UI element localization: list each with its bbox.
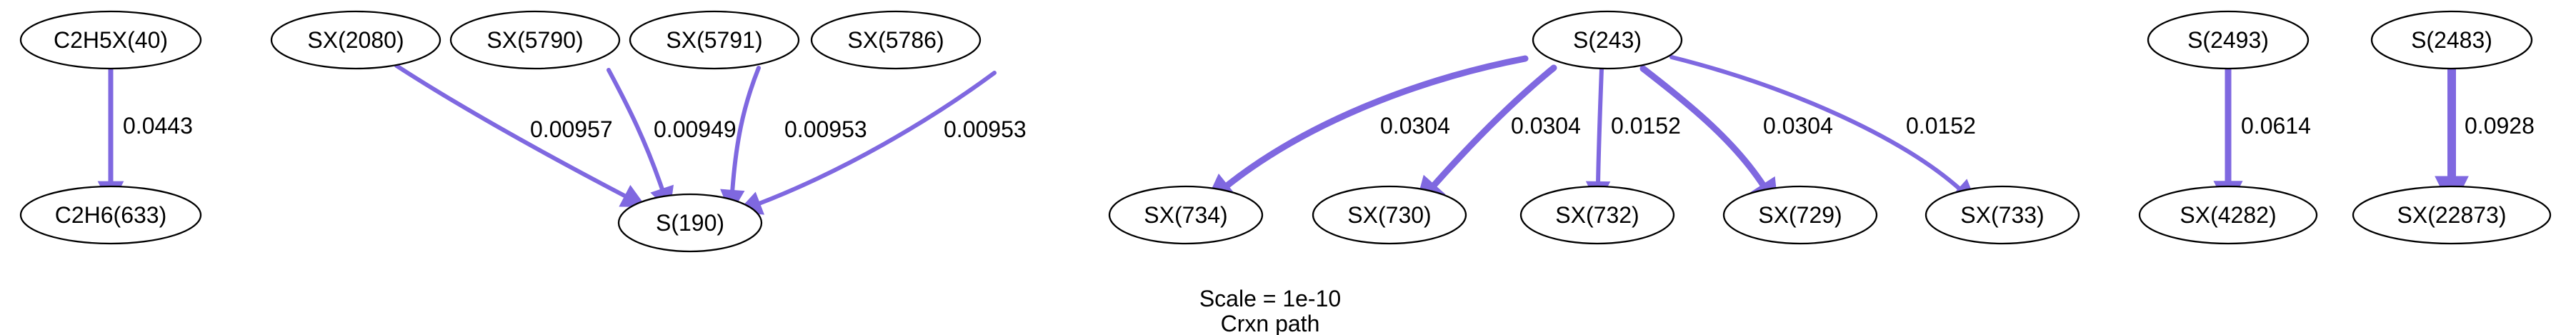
node-ellipse	[617, 193, 763, 253]
node-label: S(2483)	[2411, 27, 2492, 53]
edge: 0.0304	[1639, 65, 1833, 209]
edge: 0.0304	[1204, 55, 1529, 204]
node-ellipse	[1108, 185, 1264, 245]
node-label: SX(730)	[1347, 202, 1431, 228]
species-node: SX(5791)	[629, 10, 800, 70]
species-node: SX(22873)	[2352, 185, 2552, 245]
node-ellipse	[1532, 10, 1683, 70]
caption: Scale = 1e-10 Crxn path	[1199, 286, 1341, 335]
species-node: S(2483)	[2370, 10, 2533, 70]
species-node: S(243)	[1532, 10, 1683, 70]
edge-line	[1596, 66, 1604, 186]
node-ellipse	[2138, 185, 2318, 245]
edge-line	[606, 68, 665, 194]
node-ellipse	[19, 185, 202, 245]
node-label: SX(5786)	[847, 27, 944, 53]
species-node: SX(5786)	[810, 10, 982, 70]
node-label: C2H5X(40)	[54, 27, 168, 53]
edge-label: 0.0152	[1906, 113, 1976, 139]
edge-label: 0.00953	[944, 116, 1027, 142]
node-ellipse	[2147, 10, 2310, 70]
edge-label: 0.0928	[2465, 113, 2535, 139]
edge-label: 0.0304	[1380, 113, 1450, 139]
node-label: SX(734)	[1144, 202, 1227, 228]
species-node: S(2493)	[2147, 10, 2310, 70]
edge-line	[1222, 55, 1529, 191]
edge-label: 0.0304	[1511, 113, 1581, 139]
species-node: SX(729)	[1722, 185, 1878, 245]
species-node: C2H5X(40)	[19, 10, 202, 70]
node-label: SX(732)	[1555, 202, 1639, 228]
node-ellipse	[449, 10, 621, 70]
node-label: SX(5790)	[486, 27, 583, 53]
node-label: C2H6(633)	[55, 202, 167, 228]
edge: 0.00953	[720, 66, 867, 215]
node-label: S(190)	[656, 210, 724, 236]
node-ellipse	[1722, 185, 1878, 245]
species-node: SX(734)	[1108, 185, 1264, 245]
node-ellipse	[2352, 185, 2552, 245]
node-ellipse	[1924, 185, 2080, 245]
edge-label: 0.0304	[1763, 113, 1833, 139]
node-label: SX(5791)	[666, 27, 762, 53]
edge-label: 0.00957	[530, 116, 613, 142]
species-node: C2H6(633)	[19, 185, 202, 245]
edge-line	[1669, 55, 1963, 192]
edge-line	[394, 64, 629, 199]
node-ellipse	[1312, 185, 1467, 245]
edge-line	[730, 66, 761, 195]
node-ellipse	[270, 10, 441, 70]
edge-line	[1639, 65, 1768, 191]
caption-title: Crxn path	[1221, 311, 1320, 335]
species-node: SX(4282)	[2138, 185, 2318, 245]
edge-label: 0.00953	[784, 116, 867, 142]
node-label: SX(733)	[1960, 202, 2044, 228]
node-ellipse	[19, 10, 202, 70]
edge-label: 0.0152	[1611, 113, 1681, 139]
edge: 0.00957	[394, 64, 647, 208]
node-ellipse	[1519, 185, 1675, 245]
node-label: SX(2080)	[307, 27, 404, 53]
nodes-layer: C2H5X(40) C2H6(633) SX(2080) SX(5790) SX(579…	[19, 10, 2552, 253]
node-ellipse	[810, 10, 982, 70]
node-ellipse	[2370, 10, 2533, 70]
edge-line	[755, 71, 997, 206]
caption-scale: Scale = 1e-10	[1199, 286, 1341, 311]
species-node: SX(5790)	[449, 10, 621, 70]
node-ellipse	[629, 10, 800, 70]
node-label: SX(4282)	[2180, 202, 2276, 228]
node-label: S(2493)	[2187, 27, 2269, 53]
species-node: SX(2080)	[270, 10, 441, 70]
edge: 0.0928	[2435, 64, 2535, 211]
edge: 0.00949	[606, 68, 737, 212]
edge: 0.00953	[737, 71, 1027, 215]
species-node: S(190)	[617, 193, 763, 253]
node-label: SX(729)	[1758, 202, 1842, 228]
species-node: SX(732)	[1519, 185, 1675, 245]
species-node: SX(730)	[1312, 185, 1467, 245]
edge-label: 0.0443	[123, 113, 193, 139]
edges-layer: 0.0443 0.00957 0.00949 0.00953 0.00953 0.0304…	[97, 55, 2535, 215]
species-node: SX(733)	[1924, 185, 2080, 245]
edge-label: 0.00949	[654, 116, 737, 142]
node-label: S(243)	[1573, 27, 1642, 53]
edge-label: 0.0614	[2241, 113, 2311, 139]
edge-line	[1429, 64, 1557, 191]
node-label: SX(22873)	[2397, 202, 2507, 228]
edge: 0.0443	[97, 66, 193, 208]
